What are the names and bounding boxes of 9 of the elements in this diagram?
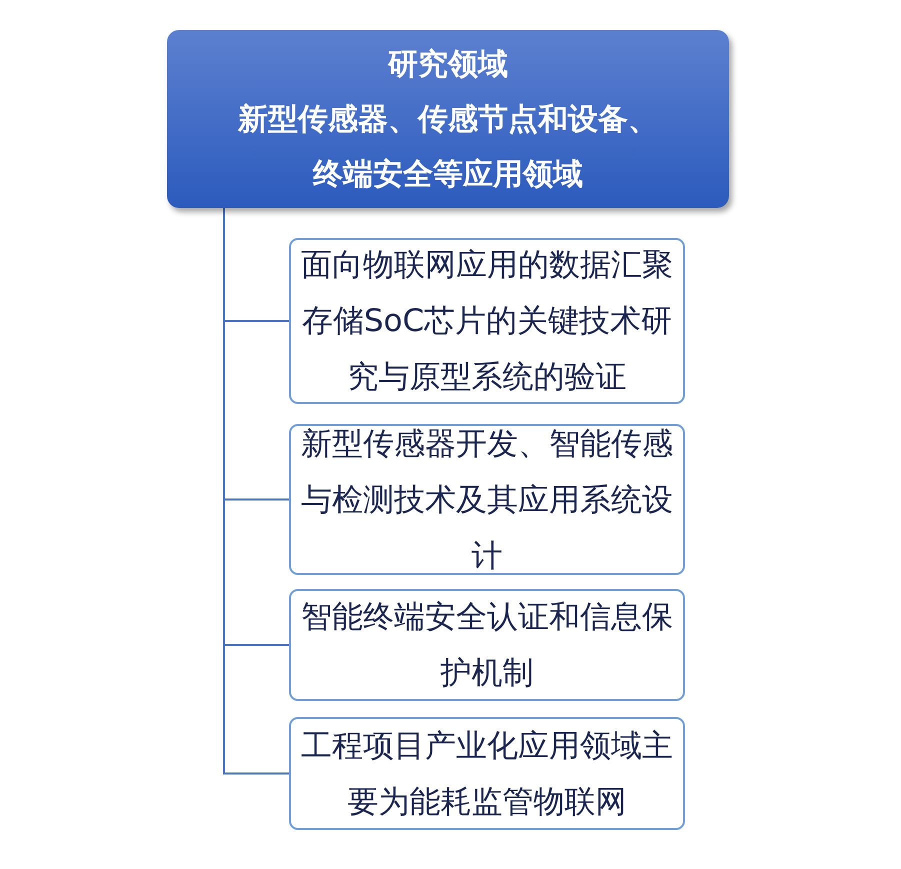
topic-text: 面向物联网应用的数据汇聚存储SoC芯片的关键技术研究与原型系统的验证 [301,246,673,397]
topic-text: 新型传感器开发、智能传感与检测技术及其应用系统设计 [301,424,673,576]
topic-text: 工程项目产业化应用领域主要为能耗监管物联网 [301,726,673,822]
topic-box [289,589,685,701]
subheading: 新型传感器、传感节点和设备、终端安全等应用领域 [236,100,659,194]
header-box [167,30,729,208]
topic-box [289,717,685,830]
heading: 研究领域 [388,46,508,84]
topic-text: 智能终端安全认证和信息保护机制 [301,598,673,693]
